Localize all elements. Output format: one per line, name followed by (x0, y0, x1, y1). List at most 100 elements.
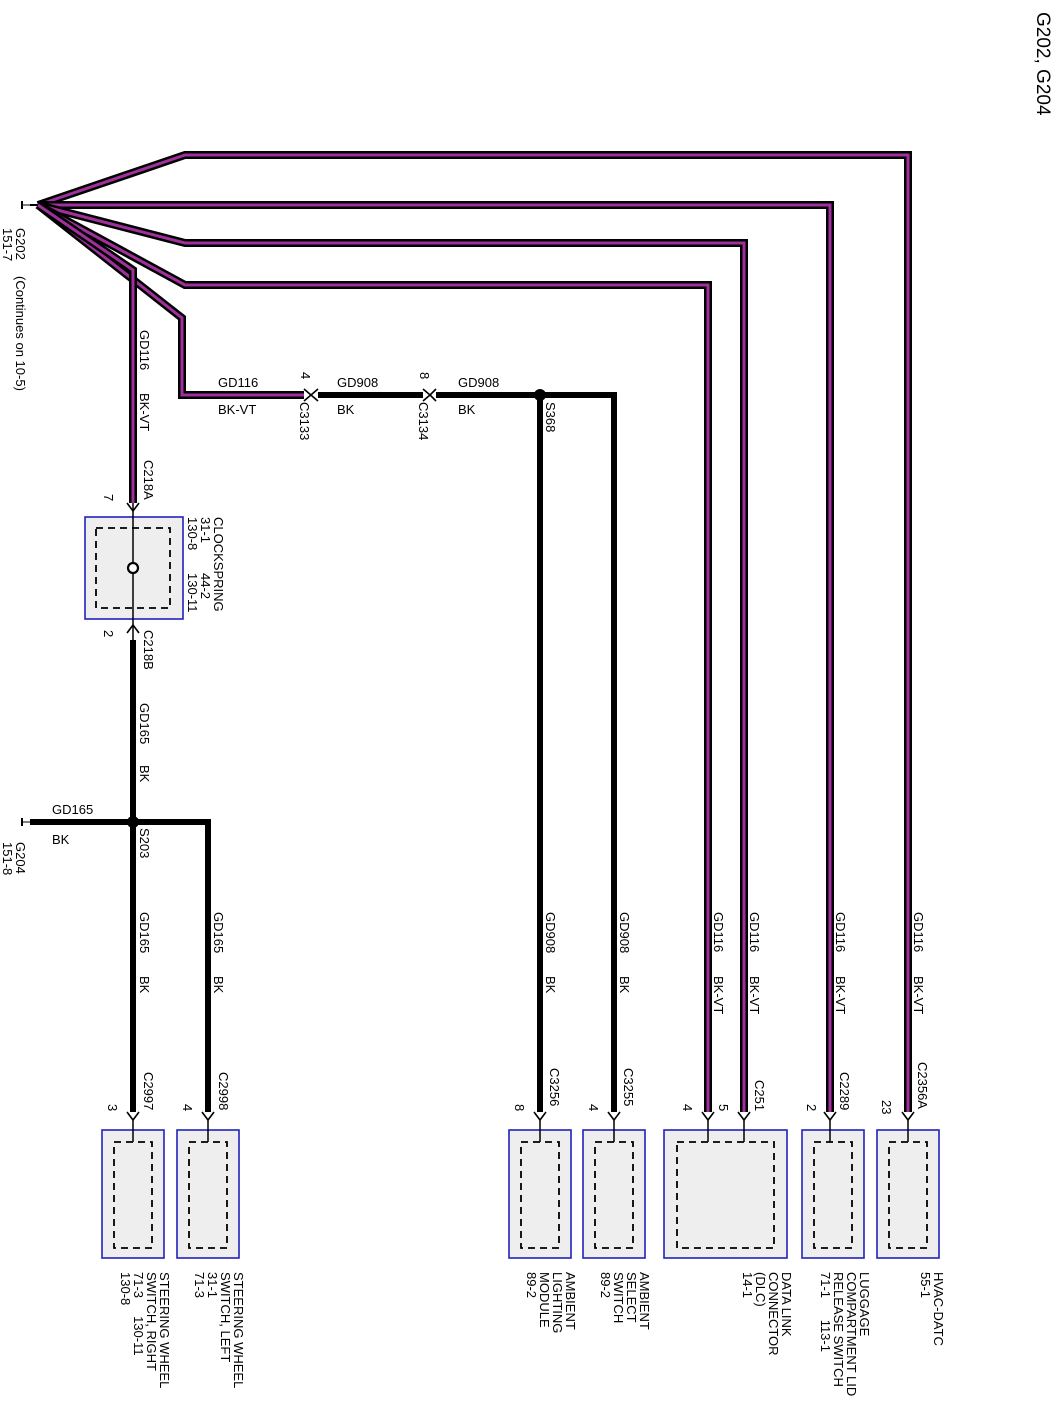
wire-label-gd165: GD165 (211, 912, 226, 953)
wire-color-bk: BK (137, 765, 152, 783)
pin-label: 4 (586, 1104, 601, 1111)
wire-color-bk: BK (617, 976, 632, 994)
splice-s368 (534, 389, 546, 401)
wire-label-gd908: GD908 (543, 912, 558, 953)
pin-label: 5 (716, 1104, 731, 1111)
connector-c2997-label: C2997 (141, 1072, 156, 1110)
component-data-link-connector (663, 1111, 788, 1259)
wire-label-gd908: GD908 (617, 912, 632, 953)
wire-to-dlc-pin4 (36, 201, 712, 1112)
splice-s368-label: S368 (543, 402, 558, 432)
component-name: LIGHTING (550, 1272, 565, 1333)
wire-to-c3133 (35, 201, 304, 399)
wire-to-dlc-pin5 (36, 201, 748, 1112)
wire-label-gd908: GD908 (337, 375, 378, 390)
component-name: AMBIENT (637, 1272, 652, 1330)
wire-label-gd908: GD908 (458, 375, 499, 390)
component-name: DATA LINK (779, 1272, 794, 1337)
g202-note: (Continues on 10-5) (13, 276, 28, 391)
wire-to-clockspring (35, 201, 137, 503)
connector-c2998-label: C2998 (216, 1072, 231, 1110)
wire-color-bk: BK (52, 832, 70, 847)
wire-label-gd165: GD165 (52, 802, 93, 817)
connector-c2289-label: C2289 (837, 1072, 852, 1110)
wire-label-gd116: GD116 (911, 912, 926, 952)
pin-label: 2 (804, 1104, 819, 1111)
component-name: COMPARTMENT LID (844, 1272, 859, 1396)
wire-color-bk-vt: BK-VT (747, 976, 762, 1014)
component-name: SWITCH, RIGHT (144, 1272, 159, 1371)
wire-color-bk-vt: BK-VT (911, 976, 926, 1014)
connector-c3133-icon (303, 388, 319, 402)
pin-label: 4 (680, 1104, 695, 1111)
component-ref: 71-3 (192, 1272, 207, 1298)
component-name: (DLC) (753, 1272, 768, 1307)
connector-c3134-icon (422, 388, 437, 402)
pin-label: 4 (180, 1104, 195, 1111)
component-name: SWITCH, LEFT (218, 1272, 233, 1362)
component-name: MODULE (537, 1272, 552, 1328)
pin-7-label: 7 (101, 494, 116, 501)
component-ref: 89-2 (524, 1272, 539, 1298)
g202-label: G202 (13, 228, 28, 260)
wire-c3134-s368 (436, 392, 617, 1112)
wire-color-bk-vt: BK-VT (137, 393, 152, 431)
pin-8-label: 8 (417, 372, 432, 379)
component-steering-wheel-switch-right (101, 1111, 165, 1259)
clockspring-ref-2: 44-2 (198, 573, 213, 599)
clockspring-module (84, 502, 184, 640)
component-name: SELECT (624, 1272, 639, 1323)
pin-2-label: 2 (101, 630, 116, 637)
gd116-wires (35, 151, 912, 1112)
g204-label: G204 (13, 842, 28, 874)
component-ref: 55-1 (918, 1272, 933, 1298)
connector-c3133-label: C3133 (297, 402, 312, 440)
wire-label-gd116: GD116 (833, 912, 848, 952)
component-ref: 89-2 (598, 1272, 613, 1298)
wire-label-gd116: GD116 (747, 912, 762, 952)
component-hvac-datc (876, 1111, 940, 1259)
component-ref: 14-1 (740, 1272, 755, 1298)
connector-c3255-label: C3255 (621, 1068, 636, 1106)
connector-c218b-label: C218B (141, 630, 156, 670)
clockspring-name: CLOCKSPRING (211, 517, 226, 612)
splice-s203 (127, 816, 139, 828)
component-name: LUGGAGE (857, 1272, 872, 1337)
component-name: AMBIENT (563, 1272, 578, 1330)
component-name: HVAC-DATC (931, 1272, 946, 1346)
pin-label: 3 (105, 1104, 120, 1111)
connector-c3134-label: C3134 (416, 402, 431, 440)
wire-to-hvac (36, 151, 912, 1112)
component-ref: 130-8 (118, 1272, 133, 1305)
component-ref: 71-3 130-11 (131, 1272, 146, 1356)
component-ambient-lighting-module (508, 1111, 572, 1259)
component-ref: 71-1 113-1 (818, 1272, 833, 1352)
wire-label-gd116: GD116 (218, 375, 258, 390)
component-name: STEERING WHEEL (157, 1272, 172, 1388)
clockspring-ref-4: 130-11 (185, 573, 200, 613)
page-title: G202, G204 (1032, 12, 1053, 116)
component-name: CONNECTOR (766, 1272, 781, 1356)
component-name-labels: STEERING WHEEL SWITCH, RIGHT 71-3 130-11… (118, 1272, 946, 1396)
g202-ref: 151-7 (0, 228, 15, 261)
pin-4-label: 4 (298, 372, 313, 379)
connector-c3256-label: C3256 (547, 1068, 562, 1106)
pin-label: 23 (879, 1100, 894, 1114)
component-ambient-select-switch (582, 1111, 646, 1259)
connector-c218a-label: C218A (141, 460, 156, 500)
component-name: RELEASE SWITCH (831, 1272, 846, 1387)
gd165-wires (30, 640, 211, 1112)
g204-ref: 151-8 (0, 842, 15, 875)
component-connector-labels: C2997 3 C2998 4 C3256 8 C3255 4 C251 4 5… (105, 1062, 930, 1114)
wire-color-bk: BK (458, 402, 476, 417)
clockspring-ref-1: 31-1 (198, 517, 213, 543)
wire-label-gd165: GD165 (137, 912, 152, 953)
wire-color-bk: BK (543, 976, 558, 994)
ground-g204-icon (21, 818, 30, 826)
pin-label: 8 (512, 1104, 527, 1111)
splice-s203-label: S203 (137, 828, 152, 858)
wire-color-bk: BK (337, 402, 355, 417)
connector-c2356a-label: C2356A (915, 1062, 930, 1109)
clockspring-ref-3: 130-8 (185, 517, 200, 550)
